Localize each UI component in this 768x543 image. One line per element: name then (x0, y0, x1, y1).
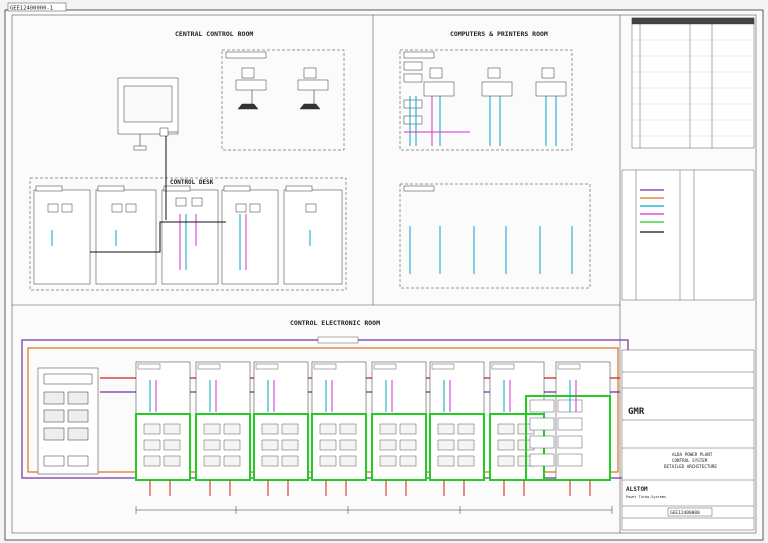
section-title-control-electronic-room: CONTROL ELECTRONIC ROOM (290, 319, 380, 327)
drawing-subtitle-1: CONTROL SYSTEM (672, 458, 708, 463)
revision-rows (632, 39, 754, 137)
legend-swatches (640, 189, 664, 233)
section-title-computers-printers-room: COMPUTERS & PRINTERS ROOM (450, 30, 548, 38)
controller-cabinet (311, 361, 367, 496)
controller-cabinets (135, 361, 611, 496)
title-block (621, 349, 755, 531)
svg-text:GEE12400000-1: GEE12400000-1 (10, 6, 53, 12)
controller-cabinet (253, 361, 309, 496)
computers-room-links (404, 96, 557, 146)
doc-ref-tag: GEE12400000-1 (7, 2, 67, 12)
dimension-line (135, 506, 613, 514)
section-title-control-desk: CONTROL DESK (170, 179, 214, 186)
drawing-subtitle-2: DETAILED ARCHITECTURE (664, 464, 717, 469)
peripherals-area (399, 183, 591, 289)
control-desk-links (51, 136, 311, 270)
company-name: ALSTOM (626, 486, 648, 493)
client-logo: GMR (628, 407, 645, 417)
section-title-central-control-room: CENTRAL CONTROL ROOM (175, 30, 253, 38)
peripherals-links (409, 226, 573, 274)
revision-table (631, 17, 755, 149)
network-switch-rack (37, 367, 99, 475)
project-name: ALBA POWER PLANT (672, 452, 713, 457)
legend-table (621, 169, 755, 301)
drawing-number-box: GEE12400000 (667, 507, 713, 517)
controller-cabinet (195, 361, 251, 496)
central-control-room-area (117, 49, 345, 151)
control-desk-area (29, 177, 347, 291)
svg-text:GEE12400000: GEE12400000 (670, 510, 700, 516)
controller-cabinet (371, 361, 427, 496)
controller-cabinet (525, 361, 611, 496)
controller-cabinet (135, 361, 191, 496)
computers-room-area (399, 49, 573, 151)
company-subtitle: Power Turbo-Systems (626, 495, 666, 499)
controller-cabinet (429, 361, 485, 496)
